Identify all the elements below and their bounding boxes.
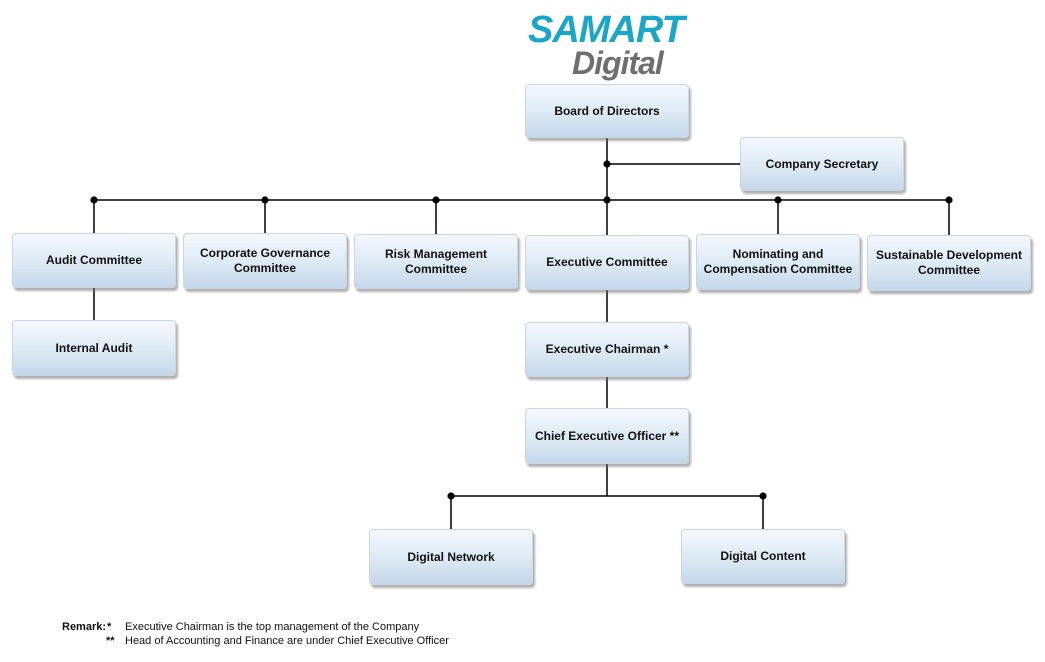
node-corporate-governance-committee: Corporate Governance Committee: [183, 233, 347, 289]
junction-dot: [774, 196, 782, 204]
junction-dot: [261, 196, 269, 204]
remark-text-2: Head of Accounting and Finance are under…: [125, 635, 449, 647]
node-internal-audit: Internal Audit: [12, 320, 176, 376]
node-company-secretary: Company Secretary: [740, 137, 904, 191]
remark-label-text: Remark: [62, 621, 103, 633]
logo-digital-text: Digital: [572, 45, 664, 81]
remark-text-1: Executive Chairman is the top management…: [125, 621, 420, 633]
node-executive-chairman: Executive Chairman *: [525, 322, 689, 377]
junction-dot: [90, 196, 98, 204]
node-board-of-directors: Board of Directors: [525, 84, 689, 138]
junction-dot: [603, 196, 611, 204]
samart-digital-logo: SAMART Digital: [520, 8, 700, 84]
node-digital-network: Digital Network: [369, 529, 533, 585]
node-digital-content: Digital Content: [681, 529, 845, 584]
remark-label-colon: :: [102, 621, 107, 633]
remark-label: Remark:: [62, 620, 106, 634]
remark-block: Remark: * Executive Chairman is the top …: [62, 620, 502, 650]
node-risk-management-committee: Risk Management Committee: [354, 234, 518, 289]
junction-dot: [603, 160, 611, 168]
node-nominating-compensation-committee: Nominating and Compensation Committee: [696, 234, 860, 290]
remark-mark-1: *: [107, 621, 112, 633]
junction-dot: [945, 196, 953, 204]
junction-dot: [759, 492, 767, 500]
junction-dot: [432, 196, 440, 204]
node-chief-executive-officer: Chief Executive Officer **: [525, 408, 689, 464]
node-audit-committee: Audit Committee: [12, 233, 176, 288]
junction-dot: [447, 492, 455, 500]
logo-samart-text: SAMART: [528, 9, 685, 51]
remark-mark-2: **: [106, 635, 115, 647]
node-executive-committee: Executive Committee: [525, 235, 689, 290]
node-sustainable-development-committee: Sustainable Development Committee: [867, 235, 1031, 291]
